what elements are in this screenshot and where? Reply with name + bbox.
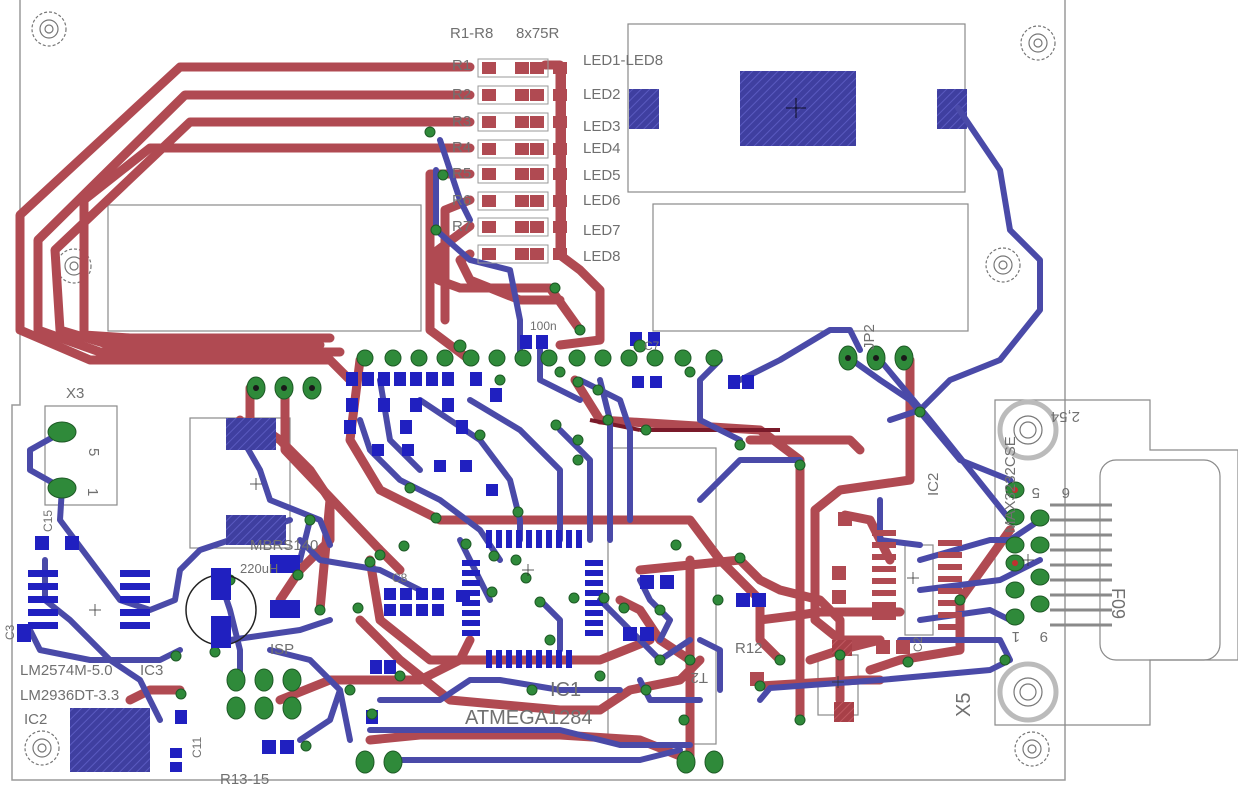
mounting-hole-br <box>1014 731 1050 767</box>
electrolytic-capacitor <box>185 568 257 648</box>
label-ic1: IC1 <box>550 679 581 701</box>
mounting-hole-tl <box>31 11 67 47</box>
label-x5-pin5: 5 <box>1032 484 1040 501</box>
x5-connector-outline <box>994 399 1238 726</box>
label-c2: C2 <box>911 636 925 652</box>
bottom-layer-traces <box>27 105 1043 763</box>
label-r-value: 8x75R <box>516 25 560 42</box>
label-jp2: JP2 <box>861 324 878 350</box>
x5-pin-lines <box>1050 503 1112 627</box>
label-lm2574: LM2574M-5.0 <box>20 662 113 679</box>
label-mbrs: MBRS140 <box>250 537 318 554</box>
label-r2: R2 <box>452 86 471 103</box>
label-r6: R6 <box>452 192 471 209</box>
label-x5: X5 <box>953 693 975 717</box>
smd-pads-bottom <box>17 332 766 772</box>
label-isp: ISP <box>270 641 294 658</box>
board-outline <box>11 0 1066 781</box>
label-c7: C7 <box>644 339 660 353</box>
label-led-group: LED1-LED8 <box>583 52 663 69</box>
display-outline-right <box>652 203 969 332</box>
label-led7: LED7 <box>583 222 621 239</box>
label-x5-pin1: 1 <box>1012 628 1020 645</box>
label-r3: R3 <box>452 113 471 130</box>
label-r4: R4 <box>452 139 471 156</box>
label-r5: R5 <box>452 165 471 182</box>
label-x3: X3 <box>66 385 84 402</box>
mounting-holes <box>24 11 1056 767</box>
display-outline-left <box>107 204 422 332</box>
label-x3-pin5: 5 <box>85 448 102 456</box>
label-ic2-bottom: IC2 <box>24 711 47 728</box>
label-r-group: R1-R8 <box>450 25 493 42</box>
label-x5-type: F09 <box>1108 588 1128 619</box>
label-inductor: 220uH <box>240 561 278 576</box>
label-ic2-chip: MAX3232CSE <box>1002 436 1019 533</box>
smd-pads-top <box>750 512 962 722</box>
label-lm2936: LM2936DT-3.3 <box>20 687 119 704</box>
label-r12: R12 <box>735 640 763 657</box>
mounting-hole-tr <box>1020 25 1056 61</box>
label-x5-pin9: 9 <box>1040 628 1048 645</box>
label-led6: LED6 <box>583 192 621 209</box>
label-r7: R7 <box>452 218 471 235</box>
label-led5: LED5 <box>583 167 621 184</box>
label-led8: LED8 <box>583 248 621 265</box>
label-c8: C8 <box>392 571 408 585</box>
x5-inner <box>1099 459 1221 661</box>
x3-outline <box>44 405 118 506</box>
component-origins <box>89 478 1034 688</box>
label-r1: R1 <box>452 57 471 74</box>
label-atmega: ATMEGA1284 <box>465 707 592 729</box>
label-x5-pin6: 6 <box>1062 484 1070 501</box>
led-resistor-array <box>477 58 567 264</box>
label-led2: LED2 <box>583 86 621 103</box>
label-t2: T2 <box>690 669 708 686</box>
mounting-hole-bl <box>24 730 60 766</box>
battery-pads <box>629 71 967 146</box>
through-hole-drills <box>253 355 1018 566</box>
mounting-hole-mr <box>985 247 1021 283</box>
x5-mounting-holes <box>997 399 1059 723</box>
silkscreen-labels: R1-R8 8x75R LED1-LED8 LED2 LED3 LED4 LED… <box>3 25 1128 787</box>
label-c11: C11 <box>190 737 204 758</box>
label-c15: C15 <box>41 510 55 532</box>
label-ic3: IC3 <box>140 662 163 679</box>
label-r13: R13-15 <box>220 771 269 787</box>
label-c3: C3 <box>3 624 17 640</box>
vias <box>170 126 1011 752</box>
label-x3-pin1: 1 <box>84 488 101 496</box>
label-x5-size: 2,54 <box>1051 408 1080 425</box>
label-led3: LED3 <box>583 118 621 135</box>
label-100n: 100n <box>530 319 557 333</box>
label-led4: LED4 <box>583 140 621 157</box>
label-ic2: IC2 <box>925 473 942 496</box>
